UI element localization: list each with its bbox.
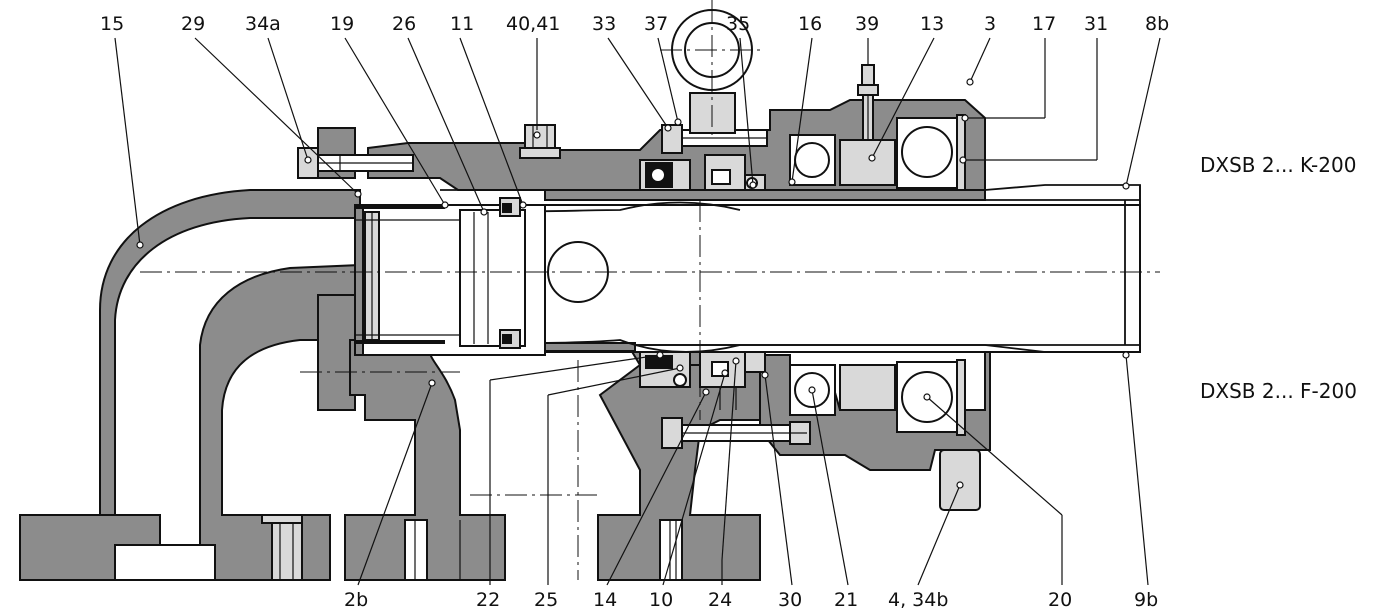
callouts-bottom: 2b 22 25 14 10 24 30 21 4, 34b 20 9b	[344, 589, 1158, 611]
support-lug	[939, 449, 981, 511]
callout-3: 3	[984, 13, 996, 35]
leader-lines	[114, 37, 1161, 586]
variant-label-upper: DXSB 2... K-200	[1200, 153, 1356, 177]
grease-nipple	[857, 64, 879, 141]
callout-14: 14	[593, 589, 617, 611]
callout-16: 16	[798, 13, 822, 35]
mechanical-seal	[639, 154, 766, 410]
center-lines	[140, 200, 1160, 580]
callout-31: 31	[1084, 13, 1108, 35]
callout-9b: 9b	[1134, 589, 1158, 611]
callout-40-41: 40,41	[506, 13, 560, 35]
callout-37: 37	[644, 13, 668, 35]
callouts-top: 15 29 34a 19 26 11 40,41 33 37 35 16 39 …	[100, 13, 1169, 35]
callout-19: 19	[330, 13, 354, 35]
callout-26: 26	[392, 13, 416, 35]
drain-plug	[519, 124, 561, 159]
callout-11: 11	[450, 13, 474, 35]
support-bracket	[344, 339, 761, 581]
callout-13: 13	[920, 13, 944, 35]
variant-label-lower: DXSB 2... F-200	[1200, 379, 1357, 403]
callout-17: 17	[1032, 13, 1056, 35]
callout-4-34b: 4, 34b	[888, 589, 948, 611]
callout-39: 39	[855, 13, 879, 35]
callout-2b: 2b	[344, 589, 368, 611]
inlet-sleeve	[354, 197, 546, 356]
callout-30: 30	[778, 589, 802, 611]
callout-10: 10	[649, 589, 673, 611]
callout-29: 29	[181, 13, 205, 35]
callout-20: 20	[1048, 589, 1072, 611]
callout-35: 35	[726, 13, 750, 35]
callout-15: 15	[100, 13, 124, 35]
callout-21: 21	[834, 589, 858, 611]
callout-34a: 34a	[245, 13, 281, 35]
callout-22: 22	[476, 589, 500, 611]
callout-8b: 8b	[1145, 13, 1169, 35]
callout-33: 33	[592, 13, 616, 35]
callout-24: 24	[708, 589, 732, 611]
callout-25: 25	[534, 589, 558, 611]
bolts	[297, 124, 811, 449]
lifting-eye	[660, 0, 765, 135]
elbow-housing	[19, 127, 361, 581]
